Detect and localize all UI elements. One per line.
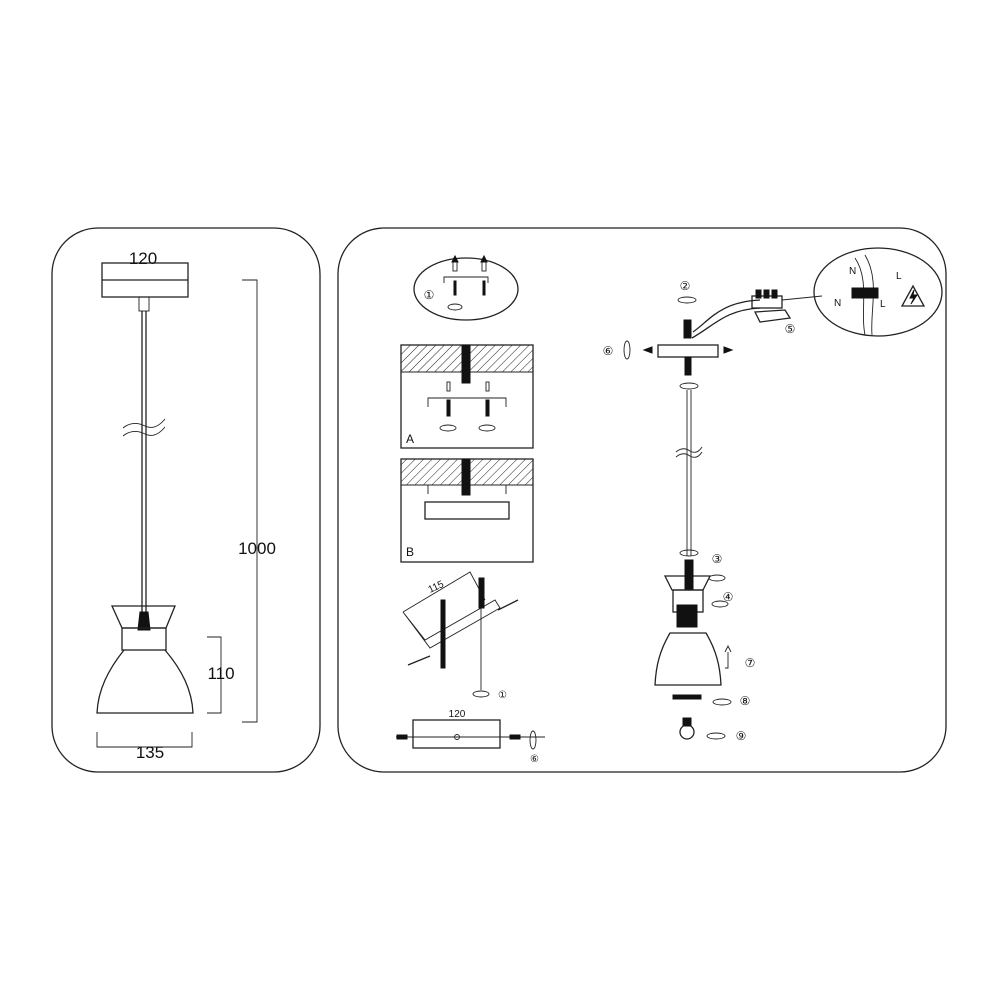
step-3-label: ③ bbox=[712, 552, 723, 566]
mounting-bracket-detail bbox=[402, 571, 519, 698]
bracket-side-step-label: ⑥ bbox=[530, 754, 539, 765]
shade-width-label: 135 bbox=[136, 743, 164, 762]
live-label: L bbox=[896, 271, 902, 282]
step-4-label: ④ bbox=[723, 590, 734, 604]
installation-panel: ① A B 115 ① bbox=[337, 227, 947, 773]
step-7-label: ⑦ bbox=[745, 656, 756, 670]
panel-border bbox=[337, 227, 947, 773]
ring bbox=[672, 694, 702, 700]
step-1-detail bbox=[413, 254, 519, 321]
bracket-top-view bbox=[396, 719, 545, 750]
option-a-label: A bbox=[406, 432, 414, 446]
option-b-label: B bbox=[406, 545, 414, 559]
total-height-label: 1000 bbox=[238, 539, 276, 558]
option-b-mounting bbox=[400, 458, 534, 563]
canopy-width-label: 120 bbox=[129, 249, 157, 268]
pendant-assembly bbox=[623, 296, 761, 740]
shade-height-label: 110 bbox=[207, 664, 234, 683]
step-1-label: ① bbox=[424, 288, 435, 302]
option-a-mounting bbox=[400, 344, 534, 449]
dimensions-panel: 120 1000 110 135 bbox=[51, 227, 321, 773]
high-voltage-warning-icon bbox=[900, 284, 926, 307]
shade bbox=[654, 632, 722, 686]
bracket-length-label: 115 bbox=[427, 579, 446, 596]
neutral-label: N bbox=[849, 266, 856, 277]
step-8-label: ⑧ bbox=[740, 694, 751, 708]
height-dimension bbox=[242, 279, 258, 723]
bracket-step-label: ① bbox=[498, 690, 507, 701]
panel-border bbox=[51, 227, 321, 773]
bracket-width-label: 120 bbox=[449, 709, 466, 720]
shade-width-dimension bbox=[96, 732, 193, 748]
wiring-detail bbox=[813, 247, 943, 337]
ceiling-canopy bbox=[101, 262, 189, 312]
cut-mark-icon bbox=[122, 418, 166, 437]
neutral-label-2: N bbox=[834, 298, 841, 309]
shade-height-dimension bbox=[207, 636, 222, 714]
lamp-shade bbox=[96, 605, 194, 714]
terminal-block bbox=[751, 289, 823, 323]
step-5-label: ⑤ bbox=[785, 322, 796, 336]
step-9-label: ⑨ bbox=[736, 729, 747, 743]
step-6-label: ⑥ bbox=[603, 344, 614, 358]
bulb-icon bbox=[679, 724, 695, 740]
live-label-2: L bbox=[880, 299, 886, 310]
step-2-label: ② bbox=[680, 279, 691, 293]
cord bbox=[122, 311, 166, 612]
canopy bbox=[657, 344, 719, 358]
